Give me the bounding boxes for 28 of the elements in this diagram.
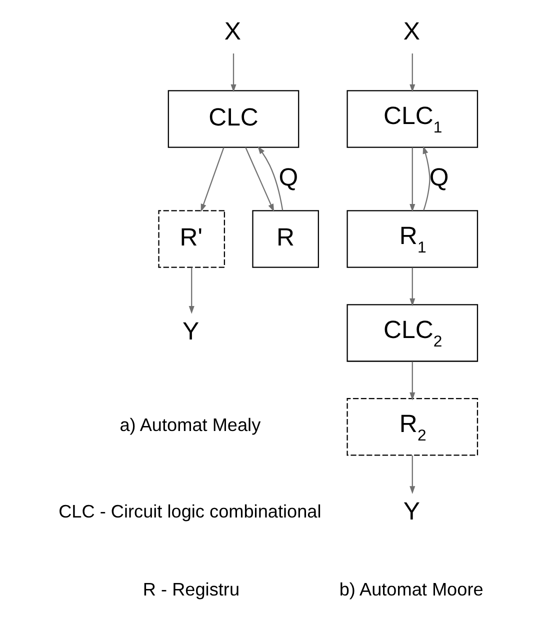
- node-box: CLC$_{1}$: [346, 90, 478, 148]
- node-box: R': [158, 210, 226, 268]
- node-text: Y: [403, 497, 420, 526]
- arrow: [258, 146, 284, 210]
- arrow: [200, 147, 224, 212]
- arrow: [410, 53, 416, 92]
- node-text: X: [224, 17, 242, 46]
- arrow: [245, 147, 274, 212]
- arrow: [188, 268, 194, 314]
- label: CLC - Circuit logic combinational: [58, 501, 322, 522]
- node-box: R$_{2}$: [346, 398, 478, 456]
- arrow: [410, 147, 416, 212]
- label: a) Automat Mealy: [120, 415, 261, 436]
- arrow: [410, 362, 416, 400]
- node-box: R$_{1}$: [346, 210, 478, 268]
- node-text: X: [403, 17, 420, 46]
- arrow: [410, 268, 416, 306]
- node-box: CLC$_{2}$: [346, 304, 478, 362]
- edge-label: Q: [278, 163, 298, 192]
- arrow: [410, 455, 416, 494]
- arrow: [230, 53, 236, 92]
- node-box: R: [252, 210, 319, 268]
- label: b) Automat Moore: [339, 579, 484, 600]
- node-text: Y: [182, 317, 200, 346]
- edge-label: Q: [429, 163, 449, 192]
- label: R - Registru: [142, 579, 240, 600]
- node-box: CLC: [168, 90, 300, 148]
- arrow: [422, 146, 430, 211]
